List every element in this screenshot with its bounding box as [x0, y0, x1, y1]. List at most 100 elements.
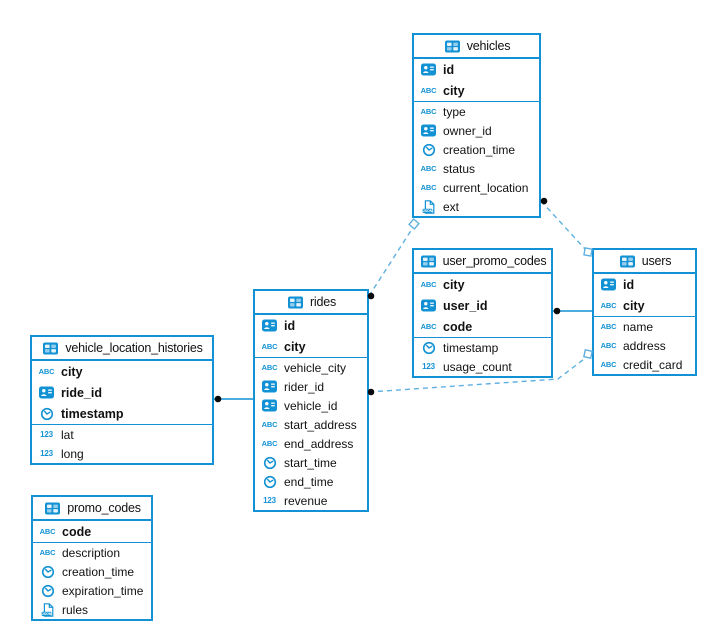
field-row-timestamp[interactable]: timestamp	[32, 403, 212, 424]
field-row-ride_id[interactable]: ride_id	[32, 382, 212, 403]
field-name: expiration_time	[62, 583, 144, 598]
field-row-timestamp[interactable]: timestamp	[414, 338, 551, 357]
field-row-start_time[interactable]: start_time	[255, 453, 367, 472]
string-type-icon: ABC	[420, 163, 437, 173]
endpoint-dot	[540, 197, 548, 205]
table-header[interactable]: vehicles	[414, 35, 539, 59]
section-divider	[33, 542, 151, 543]
table-header[interactable]: users	[594, 250, 695, 274]
field-name: name	[623, 319, 654, 334]
field-name: revenue	[284, 493, 328, 508]
table-header[interactable]: user_promo_codes	[414, 250, 551, 274]
uuid-icon	[262, 380, 277, 393]
field-name: creation_time	[443, 142, 516, 157]
string-type-icon: ABC	[420, 321, 437, 331]
field-name: id	[623, 277, 635, 292]
string-type-icon: ABC	[39, 526, 56, 536]
uuid-icon	[601, 278, 616, 291]
field-row-city[interactable]: ABC city	[414, 80, 539, 101]
field-name: ext	[443, 199, 460, 214]
svg-text:JSON: JSON	[422, 209, 432, 213]
table-icon-box	[618, 255, 637, 268]
table-icon-box	[419, 255, 438, 268]
string-type-icon-box: ABC	[419, 87, 438, 95]
endpoint-square	[408, 218, 420, 230]
timestamp-icon	[41, 565, 54, 578]
timestamp-icon-box	[38, 565, 57, 579]
table-icon	[45, 502, 61, 514]
section-divider	[414, 337, 551, 338]
section-divider	[32, 424, 212, 425]
uuid-icon-box	[419, 63, 438, 76]
field-name: city	[443, 83, 465, 98]
relationship-line[interactable]	[368, 228, 413, 297]
string-type-icon-box: ABC	[419, 184, 438, 192]
field-name: city	[623, 298, 645, 313]
table-header[interactable]: promo_codes	[33, 497, 151, 521]
json-icon: JSON	[422, 199, 434, 214]
field-name: vehicle_id	[284, 398, 338, 413]
field-row-id[interactable]: id	[594, 274, 695, 295]
timestamp-icon	[263, 475, 276, 488]
timestamp-icon-box	[260, 475, 279, 489]
field-row-id[interactable]: id	[255, 315, 367, 336]
field-row-creation_time[interactable]: creation_time	[414, 140, 539, 159]
field-row-rider_id[interactable]: rider_id	[255, 377, 367, 396]
timestamp-icon-box	[419, 341, 438, 355]
field-row-id[interactable]: id	[414, 59, 539, 80]
field-row-end_time[interactable]: end_time	[255, 472, 367, 491]
number-type-icon-box: 123	[419, 362, 438, 371]
string-type-icon-box: ABC	[599, 302, 618, 310]
uuid-icon-box	[260, 399, 279, 412]
uuid-icon	[421, 124, 436, 137]
table-icon-box	[443, 40, 462, 53]
field-row-user_id[interactable]: user_id	[414, 295, 551, 316]
field-name: city	[61, 364, 83, 379]
table-header[interactable]: rides	[255, 291, 367, 315]
field-row-vehicle_id[interactable]: vehicle_id	[255, 396, 367, 415]
svg-text:JSON: JSON	[41, 612, 51, 616]
field-name: vehicle_city	[284, 360, 347, 375]
string-type-icon: ABC	[420, 106, 437, 116]
relationship-line[interactable]	[540, 200, 586, 250]
number-type-icon-box: 123	[37, 430, 56, 439]
field-row-owner_id[interactable]: owner_id	[414, 121, 539, 140]
field-row-city[interactable]: ABC city	[594, 295, 695, 316]
field-row-ext[interactable]: JSON ext	[414, 197, 539, 216]
section-divider	[255, 357, 367, 358]
endpoint-dot	[553, 307, 561, 315]
field-name: id	[284, 318, 296, 333]
field-row-expiration_time[interactable]: expiration_time	[33, 581, 151, 600]
field-row-creation_time[interactable]: creation_time	[33, 562, 151, 581]
timestamp-icon-box	[260, 456, 279, 470]
table-header[interactable]: vehicle_location_histories	[32, 337, 212, 361]
string-type-icon-box: ABC	[38, 549, 57, 557]
number-type-icon-box: 123	[37, 449, 56, 458]
